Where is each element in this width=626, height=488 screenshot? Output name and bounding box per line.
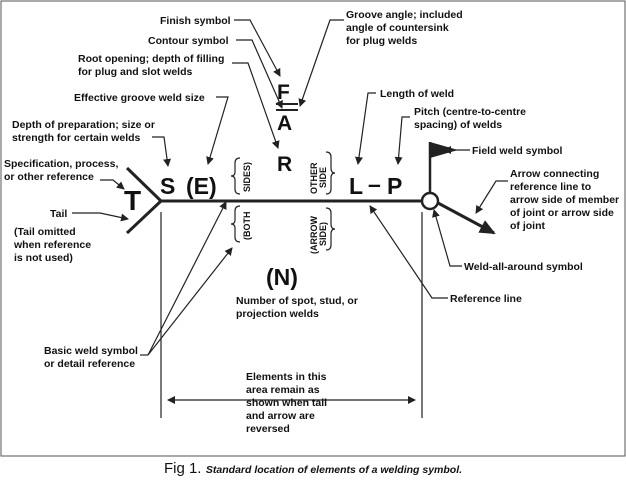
label-other-2: SIDE — [318, 167, 328, 188]
label-depth-prep: Depth of preparation; size or strength f… — [12, 119, 158, 144]
label-number-of-spot: Number of spot, stud, or projection weld… — [236, 295, 361, 320]
brace-left-top — [230, 157, 241, 195]
label-other-1: OTHER — [309, 162, 319, 194]
tail-lower — [125, 199, 163, 235]
label-pitch: Pitch (centre-to-centre spacing) of weld… — [414, 106, 529, 131]
leader-arrow-connecting — [475, 180, 508, 214]
caption-text: Standard location of elements of a weldi… — [205, 464, 463, 476]
caption-fig-number: Fig 1. — [163, 460, 202, 477]
label-both: (BOTH — [242, 212, 252, 241]
leader-root — [232, 62, 280, 149]
symbol-T: T — [124, 185, 141, 216]
symbol-E: (E) — [186, 173, 217, 199]
leader-length — [355, 92, 376, 165]
symbol-R: R — [277, 153, 292, 176]
leader-depth-prep — [152, 136, 172, 167]
label-basic-weld: Basic weld symbol or detail reference — [44, 345, 141, 370]
leader-weld-all-around — [432, 209, 462, 267]
label-root-opening: Root opening; depth of filling for plug … — [78, 53, 227, 78]
symbol-S: S — [160, 173, 175, 199]
leader-specification — [100, 179, 125, 190]
leader-contour — [236, 39, 283, 109]
label-weld-all-around: Weld-all-around symbol — [464, 261, 583, 273]
brace-right-bottom — [325, 207, 336, 251]
leader-pitch — [394, 116, 410, 165]
tail-upper — [125, 166, 163, 203]
symbol-A: A — [277, 112, 292, 135]
label-contour-symbol: Contour symbol — [148, 35, 229, 47]
label-tail-omitted: (Tail omitted when reference is not used… — [13, 226, 94, 264]
figure-caption: Fig 1. Standard location of elements of … — [0, 460, 626, 478]
arrow-line — [437, 201, 496, 235]
symbol-L: L — [349, 173, 363, 199]
label-arrow-1: (ARROW — [309, 216, 319, 254]
leader-finish — [234, 19, 281, 77]
weld-all-around-circle — [420, 191, 440, 211]
label-sides: SIDES) — [242, 162, 252, 192]
brace-right-top — [325, 151, 336, 195]
symbol-F: F — [277, 81, 290, 104]
label-elements-area: Elements in this area remain as shown wh… — [246, 371, 330, 435]
label-field-weld: Field weld symbol — [472, 145, 563, 157]
leader-reference-line — [369, 205, 448, 299]
symbol-dash: – — [368, 171, 381, 197]
label-specification: Specification, process, or other referen… — [4, 158, 121, 183]
label-groove-angle: Groove angle; included angle of counters… — [346, 9, 466, 47]
leader-effective-groove — [206, 96, 229, 165]
label-length-of-weld: Length of weld — [380, 88, 454, 100]
label-finish-symbol: Finish symbol — [160, 15, 231, 27]
label-effective-groove: Effective groove weld size — [74, 92, 205, 104]
symbol-P: P — [387, 173, 402, 199]
label-tail: Tail — [50, 208, 67, 220]
brace-left-bottom — [230, 205, 241, 243]
figure-frame — [0, 0, 626, 457]
leader-groove-angle — [298, 19, 344, 107]
label-arrow-2: SIDE) — [318, 222, 328, 246]
label-reference-line: Reference line — [450, 293, 522, 305]
label-arrow-connecting: Arrow connecting reference line to arrow… — [510, 168, 622, 232]
leader-tail — [72, 212, 129, 222]
leader-basic-weld-2 — [147, 247, 233, 356]
leader-basic-weld-1 — [147, 201, 227, 356]
symbol-N: (N) — [266, 264, 298, 290]
